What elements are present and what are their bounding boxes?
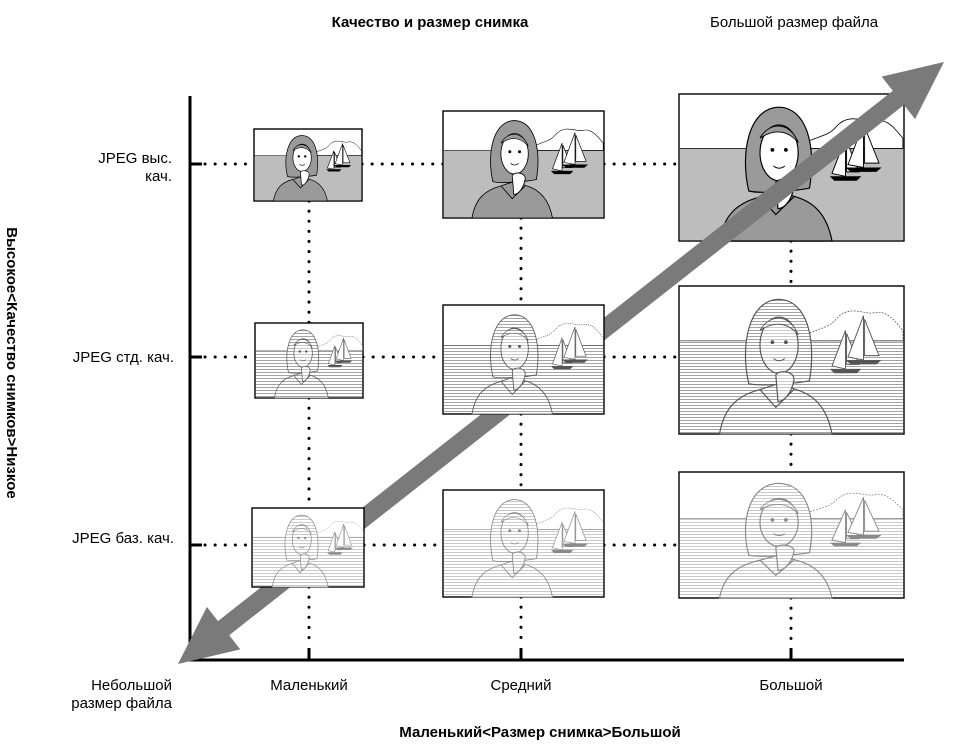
photo-small-basic — [251, 507, 365, 588]
dotted-guides — [203, 162, 793, 642]
x-axis-title: Маленький<Размер снимка>Большой — [399, 724, 681, 741]
photo-medium-basic — [442, 489, 605, 598]
row-label-standard: JPEG стд. кач. — [72, 349, 174, 366]
thumbnails-front — [251, 304, 605, 588]
col-label-medium: Средний — [490, 677, 552, 694]
small-file-size-line2: размер файла — [71, 695, 172, 712]
small-file-size-line1: Небольшой — [91, 677, 172, 694]
col-label-large: Большой — [759, 677, 823, 694]
row-label-high: JPEG выс. кач. — [40, 150, 172, 186]
axis-ticks — [190, 162, 793, 660]
photo-small-standard — [254, 322, 364, 399]
photo-medium-high — [442, 110, 605, 219]
col-label-small: Маленький — [270, 677, 348, 694]
thumbnails-back — [253, 93, 905, 599]
y-axis-title: Высокое<Качество снимков>Низкое — [3, 227, 20, 499]
photo-large-basic — [678, 471, 905, 599]
row-label-basic: JPEG баз. кач. — [72, 530, 174, 547]
row-label-high-line1: JPEG выс. — [98, 150, 172, 167]
photo-small-high — [253, 128, 363, 202]
photo-large-high — [678, 93, 905, 242]
diagram-title: Качество и размер снимка — [331, 14, 529, 31]
row-label-high-line2: кач. — [145, 168, 172, 185]
small-file-size-label: Небольшой размер файла — [20, 677, 172, 713]
photo-medium-standard — [442, 304, 605, 415]
photo-large-standard — [678, 285, 905, 435]
large-file-size-label: Большой размер файла — [710, 14, 879, 31]
